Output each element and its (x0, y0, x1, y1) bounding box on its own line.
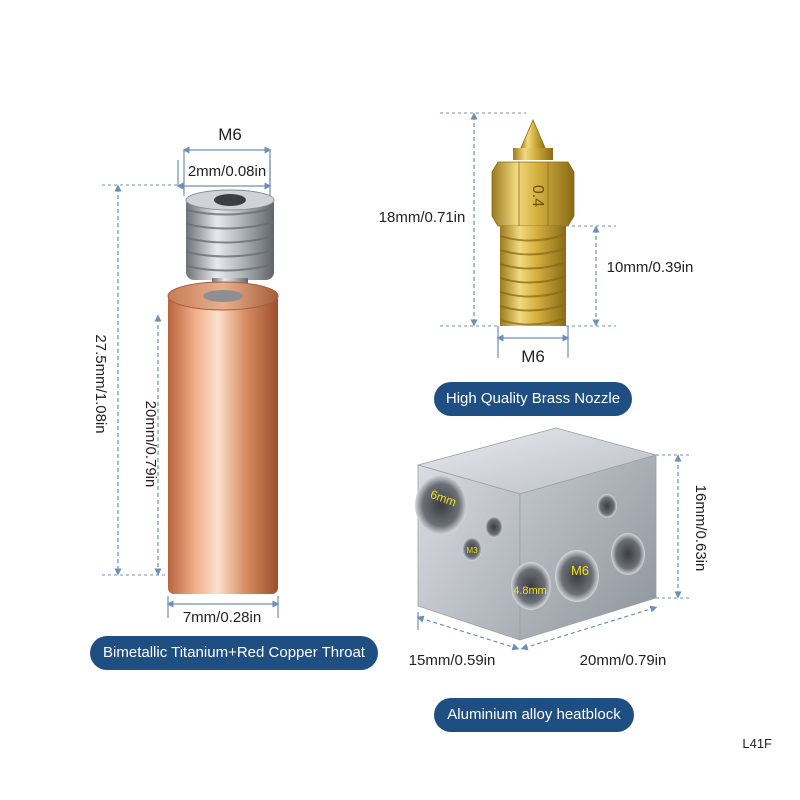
nozzle-caption: High Quality Brass Nozzle (434, 382, 632, 416)
throat-caption: Bimetallic Titanium+Red Copper Throat (90, 636, 378, 670)
throat-m6-label: M6 (218, 125, 242, 144)
heatblock-width-label: 20mm/0.79in (580, 652, 667, 669)
nozzle-length-label: 18mm/0.71in (379, 209, 466, 226)
throat-group: M6 2mm/0.08in 27.5mm/1.08in 20mm/0.79in … (92, 125, 280, 626)
nozzle-body: 0.4 (491, 118, 575, 326)
hole-m6-label: M6 (571, 563, 589, 578)
heatblock-caption: Aluminium alloy heatblock (434, 698, 634, 732)
throat-bore-label: 2mm/0.08in (188, 163, 266, 180)
heatblock-group: 6mm M3 4.8mm M6 16mm/0.63in 15mm/0.59in … (409, 427, 709, 669)
nozzle-engraving: 0.4 (529, 185, 546, 207)
hole-m3-label: M3 (466, 546, 478, 555)
nozzle-group: 0.4 18mm/0.71in 10mm/0.39in M (379, 112, 694, 366)
heatblock-depth-label: 15mm/0.59in (409, 652, 496, 669)
throat-copper-body (167, 281, 279, 594)
product-code: L41F (742, 736, 772, 751)
nozzle-thread-length-label: 10mm/0.39in (607, 259, 694, 276)
nozzle-thread-label: M6 (521, 347, 545, 366)
throat-diameter-label: 7mm/0.28in (183, 609, 261, 626)
hole-4-8mm-label: 4.8mm (513, 585, 547, 597)
throat-total-length-label: 27.5mm/1.08in (92, 334, 109, 433)
throat-body-length-label: 20mm/0.79in (142, 401, 159, 488)
heatblock-body: 6mm M3 4.8mm M6 (415, 427, 658, 641)
heatblock-height-label: 16mm/0.63in (692, 485, 709, 572)
